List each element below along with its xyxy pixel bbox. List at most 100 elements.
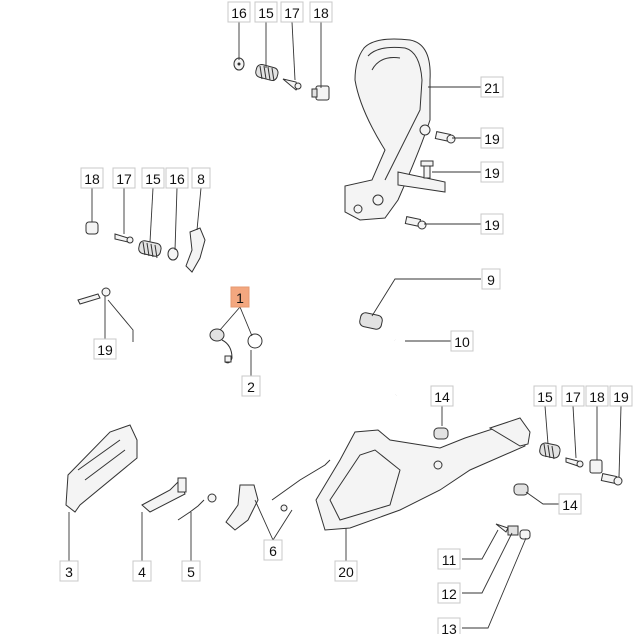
part-front-handle-21 bbox=[344, 38, 446, 221]
callout-11[interactable]: 11 bbox=[437, 548, 461, 570]
callout-box bbox=[437, 548, 461, 570]
callout-box bbox=[558, 493, 582, 515]
callout-6[interactable]: 6 bbox=[263, 539, 283, 561]
part-cap-14-b bbox=[513, 483, 529, 496]
callout-16[interactable]: 16 bbox=[165, 167, 189, 189]
callout-number: 18 bbox=[589, 389, 605, 405]
callout-17[interactable]: 17 bbox=[561, 385, 585, 407]
callout-box bbox=[280, 1, 304, 23]
callout-21[interactable]: 21 bbox=[480, 76, 504, 98]
callout-14[interactable]: 14 bbox=[430, 385, 454, 407]
callout-number: 19 bbox=[97, 342, 113, 358]
callout-4[interactable]: 4 bbox=[132, 560, 152, 582]
callout-box bbox=[481, 268, 501, 290]
part-spring-15-top bbox=[255, 63, 279, 82]
callout-20[interactable]: 20 bbox=[334, 560, 358, 582]
part-nut-18-left bbox=[85, 221, 99, 235]
parts-drawing bbox=[65, 38, 623, 540]
callout-box bbox=[230, 286, 250, 308]
callout-number: 14 bbox=[434, 389, 450, 405]
callout-13[interactable]: 13 bbox=[437, 617, 461, 634]
callout-box bbox=[309, 1, 333, 23]
callout-19[interactable]: 19 bbox=[609, 385, 633, 407]
callout-19[interactable]: 19 bbox=[93, 338, 117, 360]
callout-box bbox=[585, 385, 609, 407]
callout-9[interactable]: 9 bbox=[481, 268, 501, 290]
part-bolt-19-right bbox=[600, 473, 623, 486]
callout-2[interactable]: 2 bbox=[241, 375, 261, 397]
callout-box bbox=[181, 560, 201, 582]
callout-14[interactable]: 14 bbox=[558, 493, 582, 515]
callout-number: 19 bbox=[484, 217, 500, 233]
callout-box bbox=[263, 539, 283, 561]
callout-number: 4 bbox=[138, 564, 146, 580]
callout-17[interactable]: 17 bbox=[280, 1, 304, 23]
callout-number: 10 bbox=[454, 334, 470, 350]
part-spring-15-left bbox=[138, 240, 162, 259]
callout-box bbox=[561, 385, 585, 407]
part-spring-5 bbox=[177, 493, 217, 521]
callout-number: 14 bbox=[562, 497, 578, 513]
part-nut-18-right bbox=[589, 459, 603, 474]
callout-number: 12 bbox=[441, 586, 457, 602]
callout-19[interactable]: 19 bbox=[480, 213, 504, 235]
callout-number: 19 bbox=[484, 165, 500, 181]
part-bolt-19-b bbox=[420, 160, 434, 179]
callout-box bbox=[480, 76, 504, 98]
callout-8[interactable]: 8 bbox=[191, 167, 211, 189]
callout-19[interactable]: 19 bbox=[480, 161, 504, 183]
leader-lines bbox=[68, 21, 622, 629]
callout-box bbox=[59, 560, 79, 582]
callout-box bbox=[227, 1, 251, 23]
part-spring-15-right bbox=[539, 442, 561, 460]
callout-number: 18 bbox=[313, 5, 329, 21]
callout-18[interactable]: 18 bbox=[309, 1, 333, 23]
callout-15[interactable]: 15 bbox=[141, 167, 165, 189]
part-screw-19-left bbox=[77, 287, 111, 305]
part-bolt-19-c bbox=[404, 216, 427, 230]
callout-19[interactable]: 19 bbox=[480, 127, 504, 149]
callout-number: 15 bbox=[537, 389, 553, 405]
callout-number: 19 bbox=[613, 389, 629, 405]
callout-box bbox=[334, 560, 358, 582]
part-bracket-8 bbox=[185, 227, 206, 273]
callout-number: 13 bbox=[441, 621, 457, 634]
callout-box bbox=[480, 161, 504, 183]
callout-number: 16 bbox=[169, 171, 185, 187]
part-rear-handle-20 bbox=[315, 417, 531, 531]
callout-box bbox=[132, 560, 152, 582]
part-screw-17-top bbox=[282, 78, 302, 91]
callout-number: 15 bbox=[258, 5, 274, 21]
part-screw-17-right bbox=[565, 457, 584, 468]
callout-number: 5 bbox=[187, 564, 195, 580]
callout-box bbox=[141, 167, 165, 189]
callout-number: 8 bbox=[197, 171, 205, 187]
part-needle-11-12-13 bbox=[495, 523, 531, 540]
callout-number: 1 bbox=[236, 290, 244, 306]
callout-box bbox=[254, 1, 278, 23]
callout-1[interactable]: 1 bbox=[230, 286, 250, 308]
callout-3[interactable]: 3 bbox=[59, 560, 79, 582]
part-handle-cover-3 bbox=[65, 424, 138, 513]
callout-10[interactable]: 10 bbox=[450, 330, 474, 352]
callout-15[interactable]: 15 bbox=[254, 1, 278, 23]
callout-number: 19 bbox=[484, 131, 500, 147]
part-cap-14-a bbox=[433, 427, 449, 440]
part-washer-16-left bbox=[167, 247, 179, 261]
callout-16[interactable]: 16 bbox=[227, 1, 251, 23]
callout-box bbox=[437, 617, 461, 634]
callout-box bbox=[437, 582, 461, 604]
callout-12[interactable]: 12 bbox=[437, 582, 461, 604]
callout-18[interactable]: 18 bbox=[80, 167, 104, 189]
callout-17[interactable]: 17 bbox=[112, 167, 136, 189]
callout-box bbox=[165, 167, 189, 189]
callout-18[interactable]: 18 bbox=[585, 385, 609, 407]
part-hose-10 bbox=[394, 339, 407, 396]
part-lever-4 bbox=[141, 477, 187, 513]
callout-15[interactable]: 15 bbox=[533, 385, 557, 407]
callout-box bbox=[533, 385, 557, 407]
part-ring-2 bbox=[247, 333, 263, 349]
callout-number: 9 bbox=[487, 272, 495, 288]
callout-5[interactable]: 5 bbox=[181, 560, 201, 582]
